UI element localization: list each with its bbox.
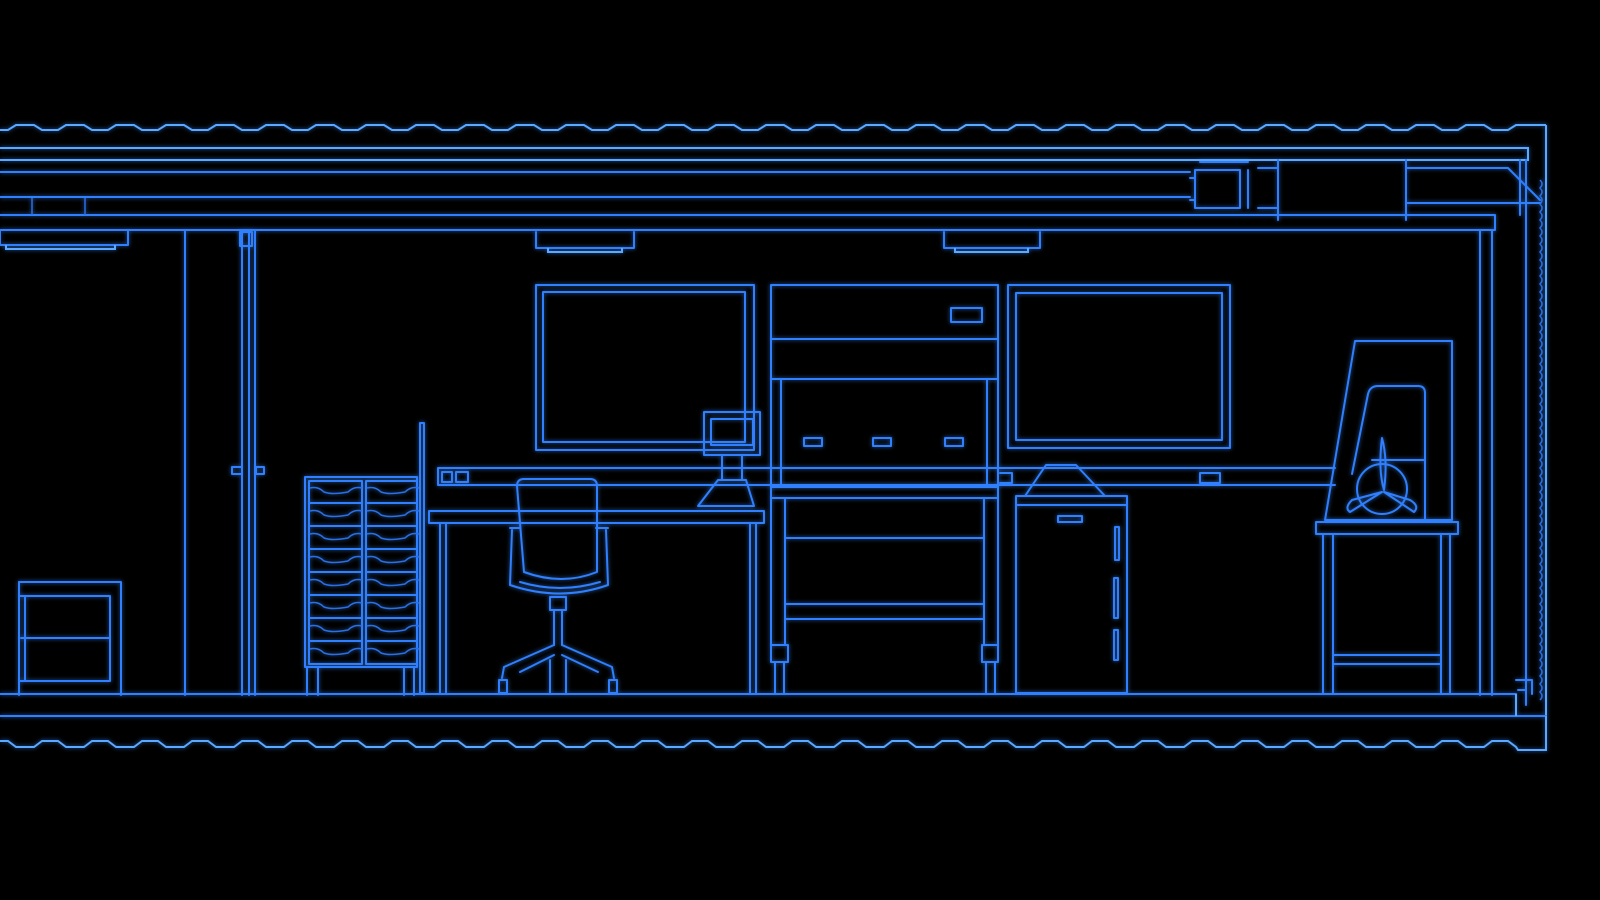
biosafety-cabinet [770, 284, 999, 694]
floor-deck [0, 679, 1547, 717]
ceiling-beams [0, 147, 1529, 706]
ceiling-lights [0, 229, 1041, 253]
wall-column [184, 229, 256, 696]
desk-monitor [697, 411, 761, 507]
wall-monitor-right [999, 284, 1231, 484]
desk [428, 467, 1336, 694]
wall-monitor-left [535, 284, 755, 451]
mini-fridge [1015, 464, 1128, 694]
coat-hooks [231, 466, 265, 475]
tray-storage-cart [304, 422, 425, 696]
side-cabinet [18, 581, 122, 696]
hvac-unit [1189, 159, 1541, 221]
corrugated-roof [0, 124, 1547, 745]
fan-machine-on-stand [1315, 340, 1459, 694]
corrugated-floor [0, 716, 1547, 751]
